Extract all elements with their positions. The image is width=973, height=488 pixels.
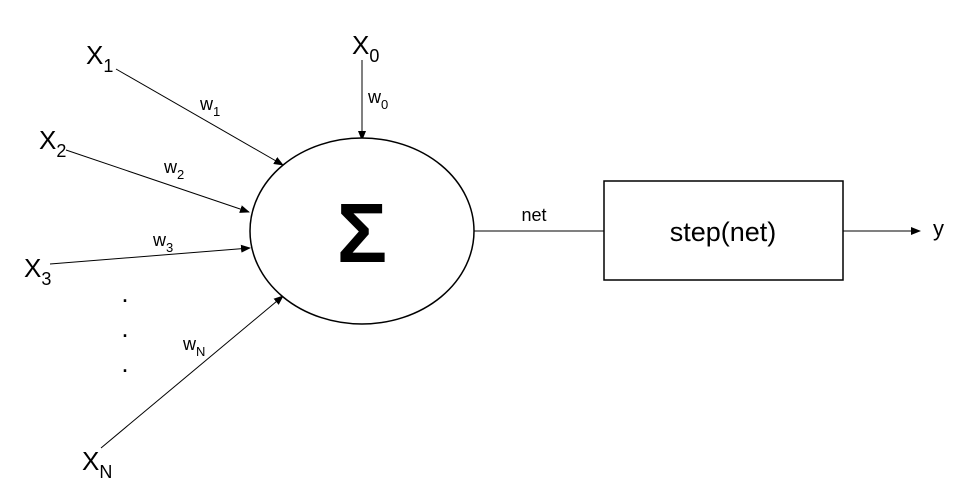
ellipsis-dot-1: . [121, 278, 128, 308]
input-x1-base: X [86, 40, 103, 70]
edge-xn [100, 295, 284, 449]
bias-x0-sub: 0 [369, 46, 379, 66]
weight-w1-base: w [199, 94, 214, 114]
weight-wn-sub: N [196, 344, 205, 359]
input-xn-base: X [82, 446, 99, 476]
weight-w0-base: w [367, 87, 382, 107]
weight-w3-sub: 3 [166, 240, 173, 255]
edge-x2 [65, 149, 250, 213]
weight-w1-sub: 1 [213, 104, 220, 119]
input-x1-sub: 1 [103, 56, 113, 76]
net-label: net [521, 205, 546, 225]
input-x3-sub: 3 [41, 269, 51, 289]
weight-label-wn: wN [182, 334, 205, 359]
ellipsis-dot-2: . [121, 313, 128, 343]
weight-w0-sub: 0 [381, 97, 388, 112]
input-x3-base: X [24, 253, 41, 283]
edge-x1 [115, 68, 284, 166]
weight-label-w3: w3 [152, 230, 173, 255]
bias-x0-base: X [352, 30, 369, 60]
weight-label-w0: w0 [367, 87, 388, 112]
weight-label-w2: w2 [163, 157, 184, 182]
output-label: y [933, 216, 944, 241]
input-xn-sub: N [99, 462, 112, 482]
weight-wn-base: w [182, 334, 197, 354]
weight-w2-sub: 2 [177, 167, 184, 182]
weight-label-w1: w1 [199, 94, 220, 119]
bias-label-x0: X0 [352, 30, 379, 66]
input-label-x2: X2 [39, 125, 66, 161]
weight-w2-base: w [163, 157, 178, 177]
weight-w3-base: w [152, 230, 167, 250]
input-label-xn: XN [82, 446, 112, 482]
input-x2-base: X [39, 125, 56, 155]
activation-label: step(net) [670, 217, 777, 247]
input-label-x1: X1 [86, 40, 113, 76]
edge-x3 [49, 244, 251, 265]
input-label-x3: X3 [24, 253, 51, 289]
summation-symbol: Σ [337, 186, 387, 280]
ellipsis-dot-3: . [121, 348, 128, 378]
input-x2-sub: 2 [56, 141, 66, 161]
activation-box [603, 180, 844, 281]
